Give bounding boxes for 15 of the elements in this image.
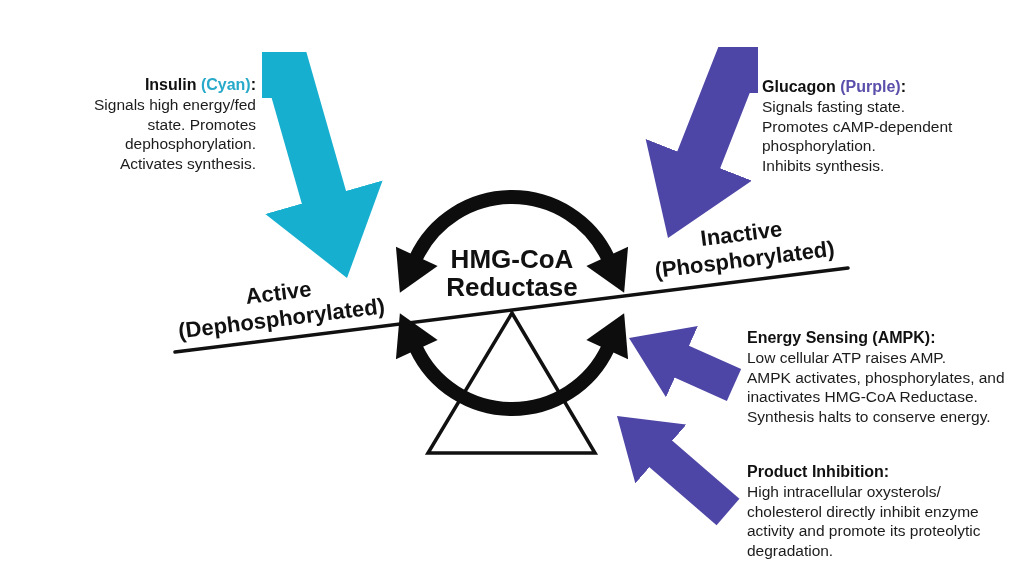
- note-text: High intracellular oxysterols/ cholesterol directly inhibit enzyme activity and promote its proteolytic degradation.: [747, 482, 982, 560]
- note-heading: Product Inhibition:: [747, 462, 890, 482]
- block-arrow: [617, 416, 740, 526]
- note-heading: Glucagon (Purple):: [762, 77, 906, 97]
- note-text: AMPK activates, phosphorylates, and inactivates HMG-CoA Reductase.: [747, 367, 1006, 407]
- block-arrow: [629, 326, 742, 401]
- note-text: Signals high energy/fed state. Promotes dephosphorylation. Activates synthesis.: [93, 95, 256, 173]
- note-heading: Energy Sensing (AMPK):: [747, 328, 936, 348]
- note-text: Promotes cAMP-dependent phosphorylation.: [762, 116, 954, 156]
- block-arrow: [645, 47, 758, 238]
- note-text: Signals fasting state.: [762, 97, 906, 117]
- note-text: Inhibits synthesis.: [762, 155, 885, 175]
- note-heading: Insulin (Cyan):: [144, 75, 256, 95]
- note-text: Low cellular ATP raises AMP.: [747, 348, 946, 368]
- note-text: Synthesis halts to conserve energy.: [747, 406, 991, 426]
